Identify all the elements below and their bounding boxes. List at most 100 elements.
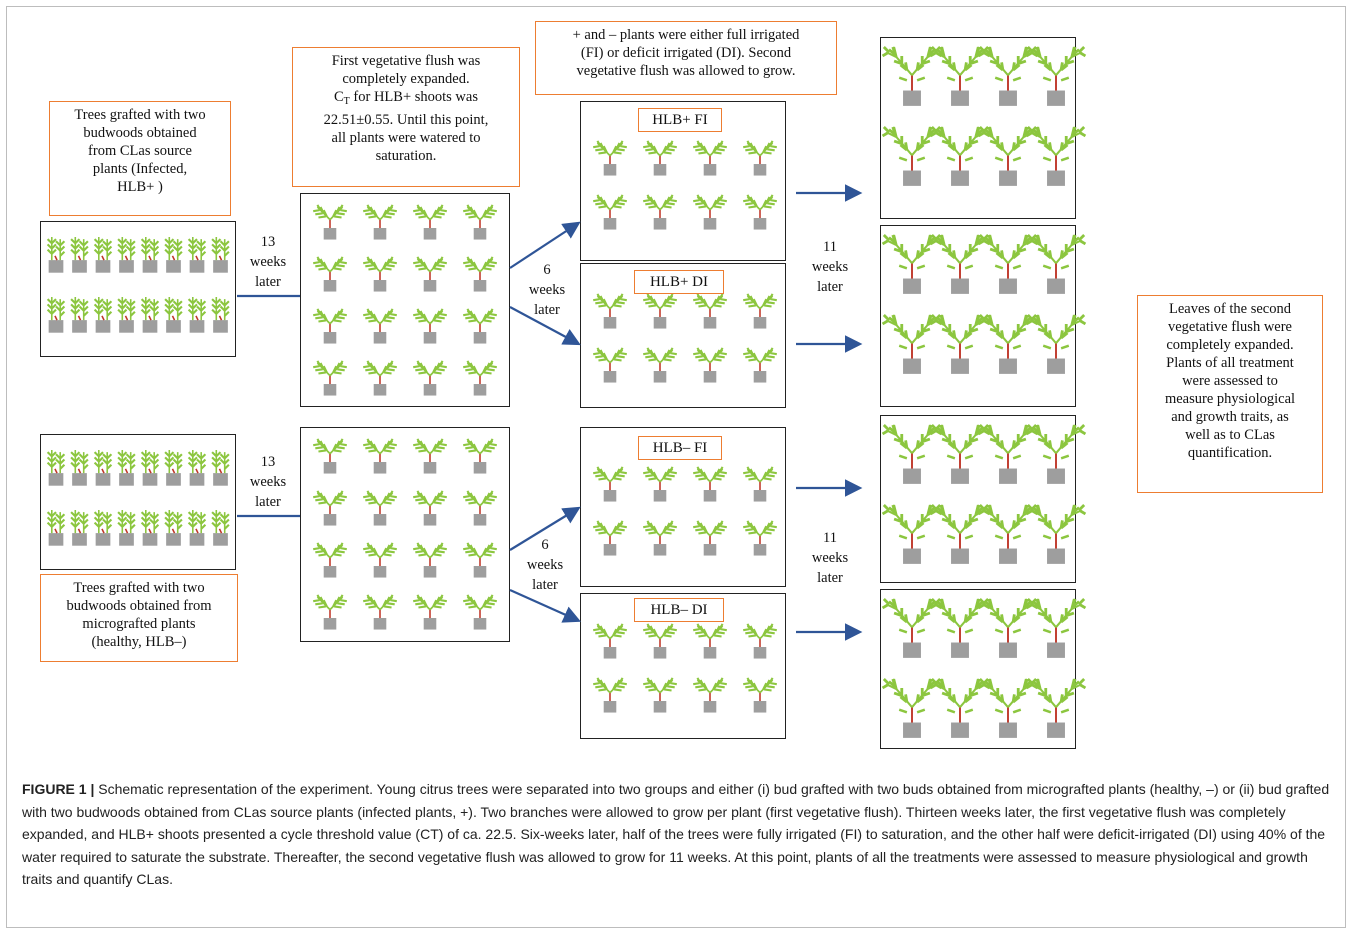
plant-treatment (592, 622, 628, 660)
plant-sapling (140, 508, 160, 547)
plant-sapling (93, 448, 113, 487)
note-line: vegetative flush were (1167, 319, 1292, 335)
note-line: from CLas source (88, 143, 192, 159)
note-line: 22.51±0.55. Until this point, (323, 112, 489, 128)
plant-first-flush (462, 359, 498, 397)
plant-treatment (642, 676, 678, 714)
plant-treatment (742, 139, 778, 177)
ct-suffix: for HLB+ shoots was (349, 89, 478, 105)
plant-first-flush (462, 203, 498, 241)
plant-treatment (692, 676, 728, 714)
diagram-canvas (46, 45, 1087, 740)
plant-treatment (692, 139, 728, 177)
plant-first-flush (312, 359, 348, 397)
note-line-ct: CT for HLB+ shoots was (299, 88, 513, 111)
note-irrigation: + and – plants were either full irrigate… (535, 21, 837, 95)
note-line: (FI) or deficit irrigated (DI). Second (580, 45, 792, 61)
ct-symbol: C (334, 89, 344, 105)
note-line: budwoods obtained from (66, 598, 212, 614)
note-line: First vegetative flush was (331, 53, 481, 69)
note-line: quantification. (1187, 445, 1273, 461)
interval-word: later (532, 577, 558, 593)
plant-sapling (46, 295, 66, 334)
note-clas-source: Trees grafted with two budwoods obtained… (49, 101, 231, 216)
interval-word: later (817, 279, 843, 295)
plant-treatment (592, 465, 628, 503)
plant-first-flush (412, 255, 448, 293)
plant-sapling (187, 508, 207, 547)
note-line: budwoods obtained (83, 125, 197, 141)
plant-sapling (46, 508, 66, 547)
plant-sapling (93, 295, 113, 334)
interval-word: later (255, 494, 281, 510)
plant-sapling (117, 508, 136, 547)
figure-frame (6, 6, 1346, 928)
interval-word: later (817, 570, 843, 586)
plant-sapling (70, 295, 89, 334)
plant-first-flush (412, 203, 448, 241)
panel-hlbpos-fi (580, 101, 786, 261)
note-line: Trees grafted with two (74, 107, 206, 123)
plant-first-flush (362, 541, 398, 579)
interval-number: 13 (260, 454, 276, 470)
interval-unit: weeks (249, 254, 287, 270)
plant-treatment (692, 193, 728, 231)
plant-treatment (692, 519, 728, 557)
plant-treatment (592, 676, 628, 714)
plant-sapling (164, 295, 183, 334)
plant-first-flush (312, 255, 348, 293)
interval-number: 6 (541, 537, 549, 553)
plant-treatment (742, 622, 778, 660)
plant-first-flush (412, 593, 448, 631)
interval-13w-bottom: 13 weeks later (238, 452, 298, 512)
note-first-flush: First vegetative flush was completely ex… (292, 47, 520, 187)
note-line: completely expanded. (1166, 337, 1294, 353)
note-line: Plants of all treatment (1166, 355, 1294, 371)
plant-sapling (140, 235, 160, 274)
plant-treatment (642, 139, 678, 177)
interval-13w-top: 13 weeks later (238, 232, 298, 292)
plant-treatment (642, 465, 678, 503)
plant-first-flush (362, 437, 398, 475)
plant-treatment (742, 292, 778, 330)
plant-sapling (93, 235, 113, 274)
interval-number: 6 (543, 262, 551, 278)
plant-sapling (70, 508, 89, 547)
plant-sapling (164, 448, 183, 487)
plant-first-flush (362, 203, 398, 241)
plant-first-flush (312, 593, 348, 631)
label-hlbpos-di: HLB+ DI (634, 270, 724, 294)
plant-first-flush (312, 541, 348, 579)
plant-first-flush (412, 437, 448, 475)
arrow-6w-bottom-down (509, 588, 582, 623)
note-line: and growth traits, as (1171, 409, 1289, 425)
arrow-6w-top-up (509, 221, 581, 269)
plant-treatment (592, 292, 628, 330)
plant-sapling (70, 448, 89, 487)
plant-sapling (187, 448, 207, 487)
interval-unit: weeks (811, 550, 849, 566)
plant-treatment (742, 465, 778, 503)
plant-sapling (93, 508, 113, 547)
note-line: were assessed to (1182, 373, 1278, 389)
plant-treatment (742, 193, 778, 231)
plant-first-flush (312, 307, 348, 345)
note-micrografted: Trees grafted with two budwoods obtained… (40, 574, 238, 662)
note-line: Trees grafted with two (73, 580, 205, 596)
interval-number: 11 (823, 530, 837, 546)
plant-treatment (742, 346, 778, 384)
plant-first-flush (312, 203, 348, 241)
plant-treatment (642, 346, 678, 384)
plant-sapling (211, 448, 230, 487)
plant-treatment (692, 292, 728, 330)
plant-first-flush (362, 593, 398, 631)
plant-first-flush (412, 359, 448, 397)
plant-sapling (46, 448, 66, 487)
plant-first-flush (462, 489, 498, 527)
plant-sapling (211, 295, 230, 334)
arrow-6w-bottom-up (509, 506, 581, 551)
plant-sapling (46, 235, 66, 274)
interval-6w-bottom: 6 weeks later (515, 535, 575, 595)
interval-11w-bottom: 11 weeks later (800, 528, 860, 588)
plant-first-flush (312, 489, 348, 527)
